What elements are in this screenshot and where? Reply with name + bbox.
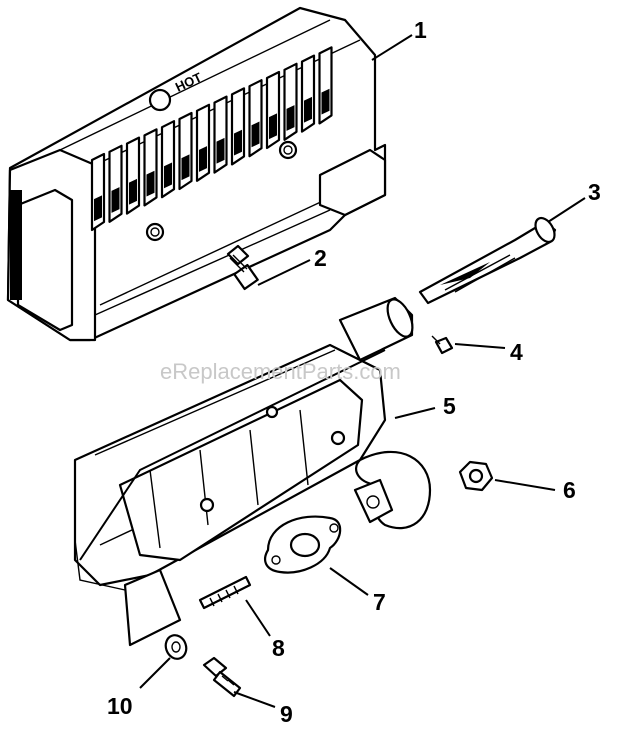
fin-shadow (146, 170, 155, 197)
part-7-exhaust-gasket (264, 515, 342, 574)
fin-shadow (251, 121, 260, 148)
callout-2: 2 (314, 245, 327, 271)
part-3-spark-arrestor-screen (418, 216, 557, 305)
part-2-hex-bolt (226, 244, 259, 291)
fin-shadow (199, 146, 207, 172)
fin-shadow (111, 187, 120, 213)
fin-shadow (269, 113, 277, 140)
callout-10: 10 (107, 693, 133, 719)
callout-1: 1 (414, 17, 427, 43)
fin-shadow (286, 105, 295, 131)
callout-5: 5 (443, 393, 456, 419)
fin-shadow (304, 96, 312, 123)
fin-shadow (216, 137, 225, 164)
part-5-muffler (73, 296, 432, 647)
part-4-small-screw (431, 335, 454, 355)
callout-4: 4 (510, 339, 523, 365)
part-6-hex-nut (458, 460, 494, 492)
part-10-washer-nut (164, 634, 188, 660)
callout-labels: 1 2 3 4 5 6 7 8 9 10 (107, 17, 601, 727)
fin-shadow (181, 154, 190, 181)
watermark-text: eReplacementParts.com (160, 359, 401, 384)
part-1-heat-shield-cover: HOT (6, 6, 387, 342)
callout-3: 3 (588, 179, 601, 205)
callout-8: 8 (272, 635, 285, 661)
callout-9: 9 (280, 701, 293, 727)
leader-lines (139, 34, 586, 708)
part-9-hex-bolt (202, 656, 242, 698)
fin-shadow (234, 129, 242, 156)
callout-7: 7 (373, 589, 386, 615)
fin-shadow (129, 178, 137, 205)
fin-shadow (94, 195, 102, 222)
part-8-stud (198, 575, 252, 610)
callout-6: 6 (563, 477, 576, 503)
fin-shadow (321, 88, 330, 115)
fin-shadow (164, 162, 172, 189)
